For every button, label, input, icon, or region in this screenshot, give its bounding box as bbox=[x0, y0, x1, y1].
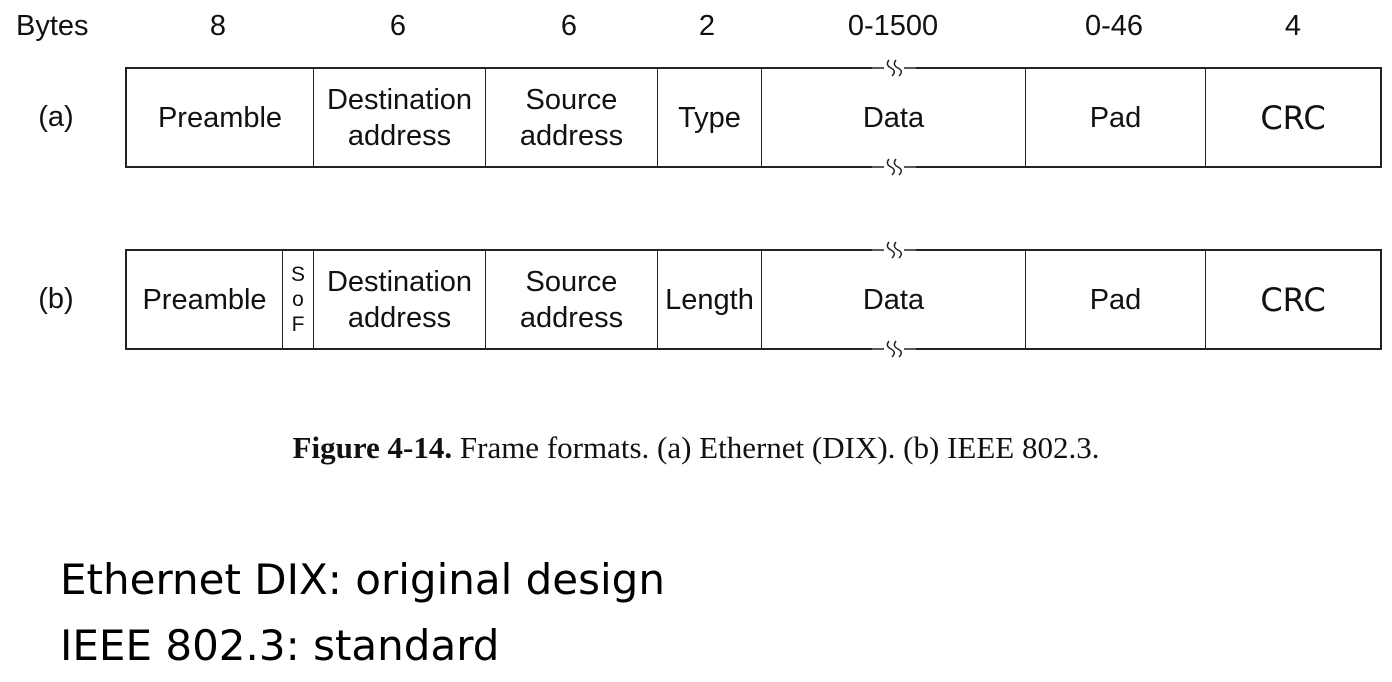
note-ethernet-dix: Ethernet DIX: original design bbox=[60, 555, 665, 604]
figure-caption-text: Frame formats. (a) Ethernet (DIX). (b) I… bbox=[459, 430, 1100, 465]
size-pad: 0-46 bbox=[1084, 10, 1144, 42]
frame-b-label: (b) bbox=[38, 283, 74, 315]
break-mark-icon bbox=[871, 339, 916, 359]
field-pad: Pad bbox=[1026, 69, 1206, 166]
size-type: 2 bbox=[698, 10, 716, 42]
field-preamble: Preamble bbox=[127, 251, 283, 348]
field-preamble: Preamble bbox=[127, 69, 314, 166]
field-type: Type bbox=[658, 69, 762, 166]
field-destination-label-line1: Destination bbox=[326, 265, 473, 298]
figure-caption-number: Figure 4-14. bbox=[292, 430, 453, 465]
frame-a-label: (a) bbox=[38, 101, 74, 133]
field-data: Data bbox=[762, 58, 1026, 177]
break-mark-icon bbox=[871, 240, 916, 260]
field-source-label-line1: Source bbox=[525, 265, 618, 298]
field-destination-address: Destination address bbox=[314, 69, 486, 166]
field-source-label-line1: Source bbox=[525, 83, 618, 116]
field-data-label: Data bbox=[862, 101, 925, 134]
field-length-label: Length bbox=[665, 283, 754, 316]
size-source: 6 bbox=[560, 10, 578, 42]
field-length: Length bbox=[658, 251, 762, 348]
field-type-label: Type bbox=[678, 101, 741, 134]
frame-a: Preamble Destination address Source addr… bbox=[125, 58, 1382, 177]
field-data: Data bbox=[762, 240, 1026, 359]
field-pad: Pad bbox=[1026, 251, 1206, 348]
size-destination: 6 bbox=[389, 10, 407, 42]
field-crc: CRC bbox=[1206, 69, 1380, 166]
size-preamble: 8 bbox=[209, 10, 227, 42]
bytes-header-label: Bytes bbox=[16, 10, 89, 42]
field-preamble-label: Preamble bbox=[142, 283, 267, 316]
field-crc-label: CRC bbox=[1260, 280, 1326, 319]
field-crc: CRC bbox=[1206, 251, 1380, 348]
size-crc: 4 bbox=[1284, 10, 1302, 42]
field-destination-label-line2: address bbox=[347, 119, 452, 152]
field-destination-address: Destination address bbox=[314, 251, 486, 348]
sof-letter-f: F bbox=[291, 313, 305, 336]
figure-caption: Figure 4-14. Frame formats. (a) Ethernet… bbox=[0, 428, 1392, 468]
field-destination-label-line2: address bbox=[347, 301, 452, 334]
frame-b: Preamble S o F Destination address Sourc… bbox=[125, 240, 1382, 359]
break-mark-icon bbox=[871, 157, 916, 177]
field-pad-label: Pad bbox=[1089, 101, 1142, 134]
field-destination-label-line1: Destination bbox=[326, 83, 473, 116]
size-data: 0-1500 bbox=[847, 10, 939, 42]
sof-letter-s: S bbox=[290, 263, 305, 286]
field-crc-label: CRC bbox=[1260, 98, 1326, 137]
sof-letter-o: o bbox=[292, 288, 304, 311]
field-pad-label: Pad bbox=[1089, 283, 1142, 316]
field-preamble-label: Preamble bbox=[157, 101, 283, 134]
field-source-address: Source address bbox=[486, 69, 658, 166]
field-start-of-frame: S o F bbox=[283, 251, 314, 348]
field-source-address: Source address bbox=[486, 251, 658, 348]
field-source-label-line2: address bbox=[519, 119, 624, 152]
break-mark-icon bbox=[871, 58, 916, 78]
field-data-label: Data bbox=[862, 283, 925, 316]
note-ieee-802-3: IEEE 802.3: standard bbox=[60, 621, 500, 670]
field-source-label-line2: address bbox=[519, 301, 624, 334]
